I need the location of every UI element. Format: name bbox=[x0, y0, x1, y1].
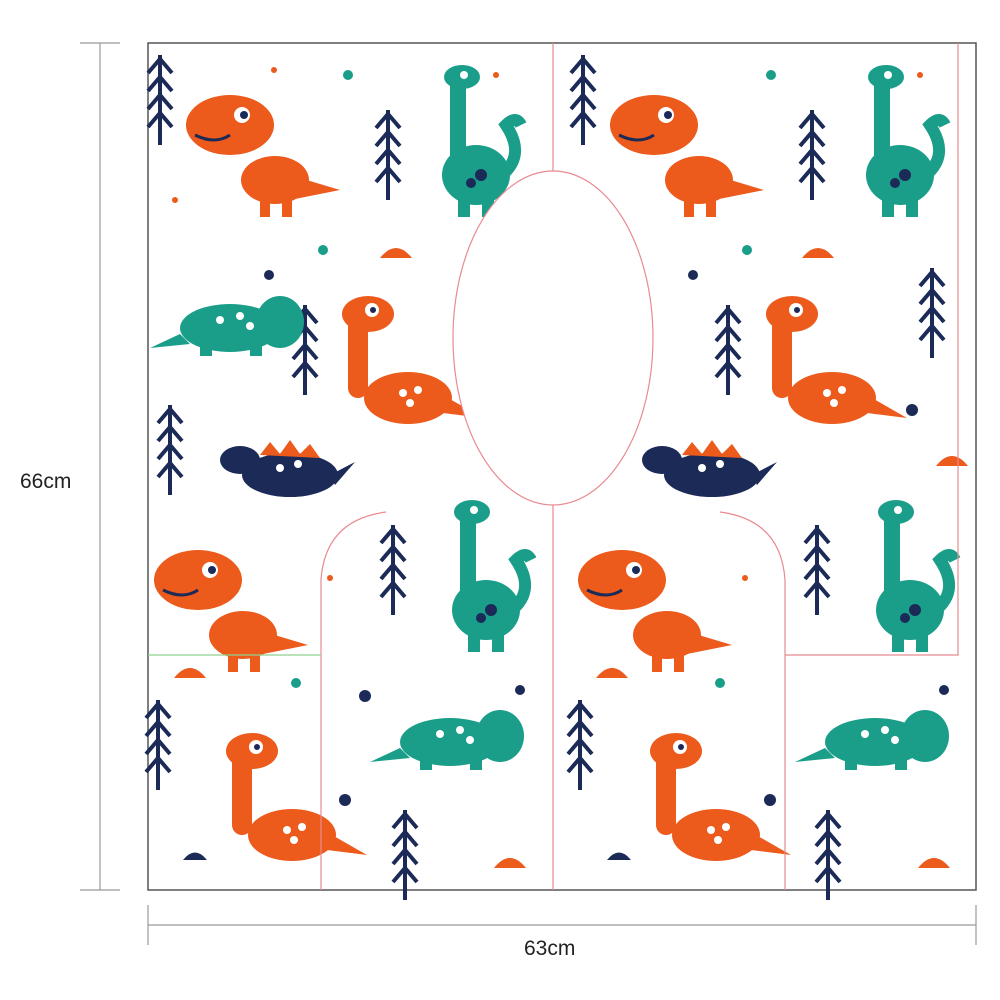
height-label: 66cm bbox=[20, 470, 72, 494]
width-dimension-line bbox=[147, 905, 977, 945]
height-dimension-line bbox=[80, 42, 120, 891]
dino-pattern bbox=[144, 53, 968, 902]
width-label: 63cm bbox=[524, 937, 576, 960]
cut-lines bbox=[320, 43, 959, 890]
neck-hole bbox=[452, 170, 654, 506]
